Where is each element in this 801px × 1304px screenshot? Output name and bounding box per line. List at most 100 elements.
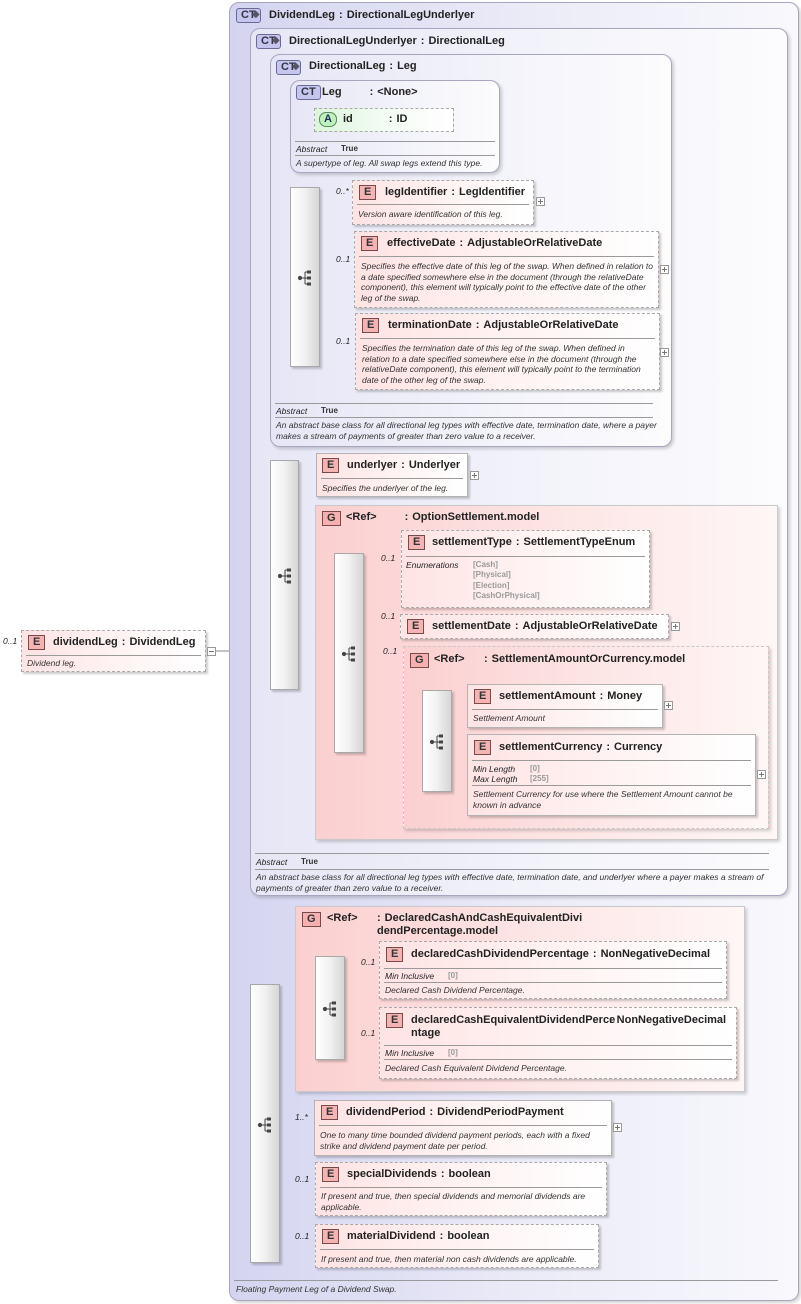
sequence-compositor[interactable] [315,956,345,1060]
element-badge: E [362,318,380,333]
cardinality: 0..1 [336,336,351,346]
expand-button[interactable] [757,770,766,779]
element-name: effectiveDate [387,237,456,249]
element-type: Underlyer [408,459,461,471]
element-type: AdjustableOrRelativeDate [483,319,619,331]
element-type: boolean [447,1230,490,1242]
element-badge: E [407,619,425,634]
cardinality: 0..1 [381,553,396,563]
element-legIdentifier[interactable]: E legIdentifier:LegIdentifier Version aw… [352,180,534,225]
min-length-value: [0] [530,764,540,773]
sequence-icon [322,1001,336,1017]
element-doc: Version aware identification of this leg… [358,209,503,219]
cardinality: 0..1 [295,1174,310,1184]
element-badge: E [321,1105,339,1120]
element-name: terminationDate [388,319,472,331]
sequence-compositor[interactable] [290,187,320,367]
cardinality: 0..1 [361,1028,376,1038]
expand-button[interactable] [470,471,479,480]
attribute-id[interactable]: A id:ID [314,108,454,132]
sequence-icon [429,734,443,750]
element-doc: Settlement Currency for use where the Se… [473,789,733,810]
element-settlementCurrency[interactable]: E settlementCurrency:Currency Min Length… [467,734,756,816]
cardinality: 0..1 [381,611,396,621]
element-name: underlyer [347,459,398,471]
element-type: boolean [448,1168,491,1180]
extension-icon: ◆ [252,9,260,20]
max-length-label: Max Length [473,774,518,784]
element-settlementAmount[interactable]: E settlementAmount:Money Settlement Amou… [467,684,663,728]
element-doc: One to many time bounded dividend paymen… [320,1130,590,1151]
cardinality: 0..1 [361,957,376,967]
type-doc: Floating Payment Leg of a Dividend Swap. [236,1284,397,1294]
base-type: DirectionalLeg [428,35,505,47]
element-name: specialDividends [347,1168,437,1180]
element-settlementDate[interactable]: E settlementDate:AdjustableOrRelativeDat… [400,614,669,639]
expand-button[interactable] [671,622,680,631]
cardinality: 0..1 [383,646,398,656]
abstract-value: True [341,144,358,153]
element-name: declaredCashEquivalentDividendPercentage [411,1014,616,1039]
type-doc: An abstract base class for all direction… [256,872,764,893]
extension-icon: ◆ [292,61,300,72]
element-type: NonNegativeDecimal [616,1014,727,1026]
attribute-name: id [343,113,353,125]
element-dividendPeriod[interactable]: E dividendPeriod:DividendPeriodPayment O… [314,1100,612,1156]
element-dividendLeg[interactable]: E dividendLeg:DividendLeg Dividend leg. [21,630,206,672]
element-doc: If present and true, then material non c… [321,1254,577,1264]
sequence-icon [341,646,355,662]
cardinality: 0..* [336,186,349,196]
element-badge: E [322,1167,340,1182]
element-badge: E [322,1229,340,1244]
group-DeclaredCashAndCashEquivalentDividendPercentage-model: G <Ref> :DeclaredCashAndCashEquivalentDi… [295,906,745,1092]
complex-type-badge: CT [236,8,261,23]
min-inclusive-value: [0] [448,1048,458,1057]
element-settlementType[interactable]: E settlementType:SettlementTypeEnum Enum… [401,530,650,608]
cardinality: 0..1 [295,1231,310,1241]
enum-value: [Physical] [473,570,511,579]
base-type: Leg [397,60,417,72]
type-doc: A supertype of leg. All swap legs extend… [296,158,483,168]
complex-type-badge: CT [296,85,321,100]
abstract-label: Abstract [256,857,288,867]
cardinality: 0..1 [3,636,18,646]
element-badge: E [474,740,492,755]
element-badge: E [386,947,404,962]
element-doc: Dividend leg. [27,658,77,668]
sequence-compositor[interactable] [422,690,452,792]
element-materialDividend[interactable]: E materialDividend:boolean If present an… [315,1224,599,1268]
expand-button[interactable] [664,701,673,710]
group-ref: OptionSettlement.model [412,511,540,523]
element-type: AdjustableOrRelativeDate [467,237,603,249]
min-length-label: Min Length [473,764,516,774]
element-name: settlementType [432,536,512,548]
type-name: Leg [322,86,342,98]
cardinality: 1..* [295,1112,308,1122]
sequence-compositor[interactable] [250,984,280,1263]
group-badge: G [322,511,341,526]
element-terminationDate[interactable]: E terminationDate:AdjustableOrRelativeDa… [355,313,660,390]
element-declaredCashEquivalentDividendPercentage[interactable]: E declaredCashEquivalentDividendPercenta… [379,1007,737,1079]
expand-button[interactable] [613,1123,622,1132]
element-badge: E [28,635,46,650]
element-name: dividendPeriod [346,1106,426,1118]
collapse-button[interactable] [207,647,216,656]
sequence-compositor[interactable] [334,553,364,753]
element-type: DividendLeg [129,636,196,648]
expand-button[interactable] [536,197,545,206]
expand-button[interactable] [660,348,669,357]
element-declaredCashDividendPercentage[interactable]: E declaredCashDividendPercentage:NonNega… [379,941,727,999]
element-specialDividends[interactable]: E specialDividends:boolean If present an… [315,1162,607,1216]
sequence-compositor[interactable] [270,460,299,690]
group-name: <Ref> [346,511,377,523]
element-doc: Specifies the termination date of this l… [362,343,641,385]
abstract-label: Abstract [296,144,328,154]
element-effectiveDate[interactable]: E effectiveDate:AdjustableOrRelativeDate… [354,231,659,308]
enumerations-label: Enumerations [406,560,459,570]
element-doc: Declared Cash Equivalent Dividend Percen… [385,1063,567,1073]
expand-button[interactable] [660,265,669,274]
sequence-icon [277,568,291,584]
element-badge: E [474,689,492,704]
element-underlyer[interactable]: E underlyer:Underlyer Specifies the unde… [316,453,468,497]
group-badge: G [302,912,321,927]
